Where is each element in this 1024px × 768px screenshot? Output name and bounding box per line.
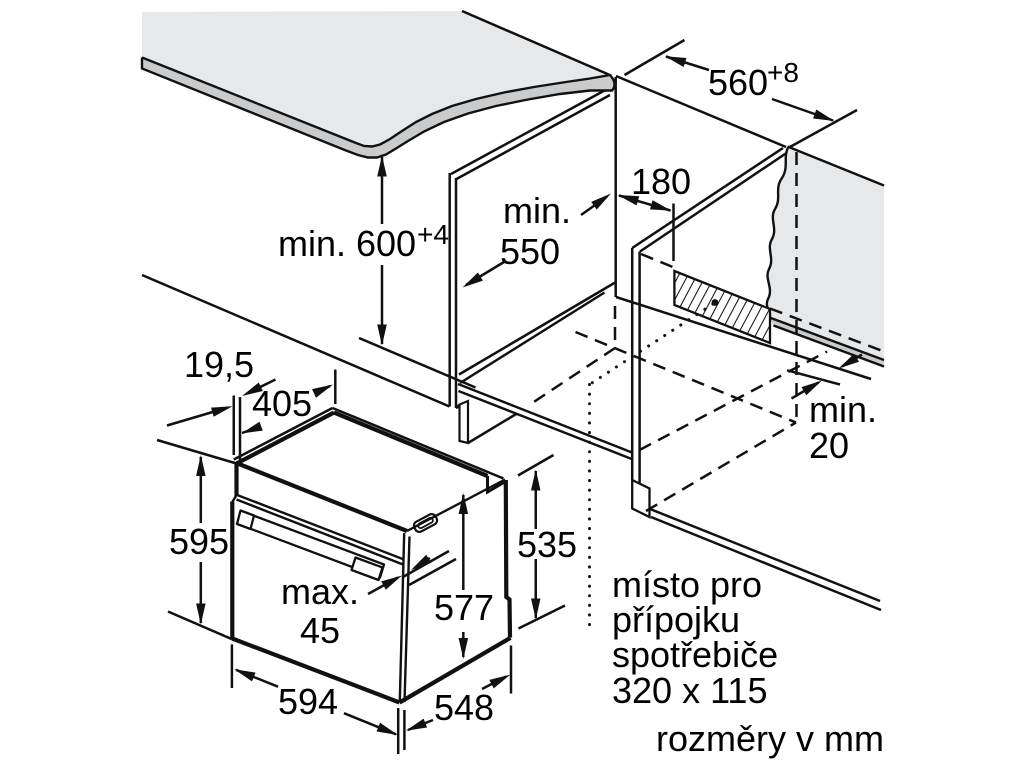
svg-text:594: 594: [278, 681, 338, 722]
svg-text:45: 45: [300, 610, 340, 651]
svg-text:535: 535: [517, 524, 577, 565]
svg-text:přípojku: přípojku: [612, 599, 740, 640]
svg-text:min. 600: min. 600: [278, 223, 416, 264]
svg-text:320 x 115: 320 x 115: [612, 670, 767, 711]
svg-text:místo pro: místo pro: [612, 564, 762, 605]
svg-text:560: 560: [708, 62, 768, 103]
svg-text:min.: min.: [503, 190, 571, 231]
svg-text:405: 405: [252, 383, 312, 424]
svg-text:20: 20: [809, 425, 849, 466]
svg-text:550: 550: [500, 231, 560, 272]
svg-text:+4: +4: [417, 219, 449, 250]
svg-text:min.: min.: [809, 389, 877, 430]
svg-text:rozměry v mm: rozměry v mm: [656, 718, 884, 759]
svg-text:548: 548: [434, 687, 494, 728]
svg-text:+8: +8: [767, 57, 799, 88]
svg-text:19,5: 19,5: [184, 344, 254, 385]
svg-text:577: 577: [434, 587, 494, 628]
svg-text:180: 180: [631, 161, 691, 202]
svg-text:595: 595: [169, 521, 229, 562]
svg-text:spotřebiče: spotřebiče: [612, 634, 778, 675]
svg-text:max.: max.: [281, 571, 359, 612]
